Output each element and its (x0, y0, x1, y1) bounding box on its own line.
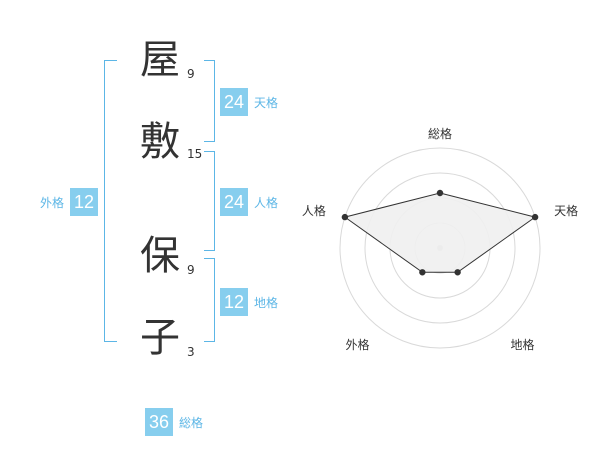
name-char-2: 敷 (140, 119, 180, 165)
tenkaku-bracket (204, 60, 215, 142)
name-char-3: 保 (140, 233, 180, 279)
radar-point-5 (341, 213, 349, 221)
gaikaku-badge: 外格 12 (40, 188, 99, 216)
gaikaku-bracket (104, 60, 117, 342)
radar-point-3 (454, 269, 461, 276)
radar-axis-label-5: 人格 (302, 203, 326, 218)
jinkaku-label: 人格 (254, 195, 279, 210)
radar-point-2 (531, 213, 539, 221)
stroke-count-2: 15 (187, 147, 203, 161)
chikaku-badge: 12 地格 (220, 288, 278, 316)
chikaku-bracket (204, 258, 215, 342)
gaikaku-label: 外格 (40, 195, 65, 210)
chikaku-label: 地格 (254, 295, 279, 310)
soukaku-value: 36 (145, 408, 174, 436)
soukaku-badge: 36 総格 (145, 408, 203, 436)
stroke-count-1: 9 (187, 67, 195, 81)
radar-ring-4 (339, 147, 541, 349)
radar-point-4 (419, 269, 426, 276)
radar-polygon (343, 192, 537, 273)
jinkaku-badge: 24 人格 (220, 188, 278, 216)
name-char-1: 屋 (140, 37, 180, 83)
tenkaku-label: 天格 (254, 95, 279, 110)
jinkaku-bracket (204, 151, 215, 251)
radar-point-1 (436, 189, 444, 197)
stroke-count-3: 9 (187, 263, 195, 277)
radar-axis-label-4: 外格 (345, 337, 369, 352)
chikaku-value: 12 (220, 288, 249, 316)
gaikaku-value: 12 (70, 188, 99, 216)
tenkaku-badge: 24 天格 (220, 88, 278, 116)
soukaku-label: 総格 (179, 415, 204, 430)
radar-axis-label-3: 地格 (511, 337, 535, 352)
tenkaku-value: 24 (220, 88, 249, 116)
radar-axis-label-1: 総格 (428, 126, 452, 141)
name-char-4: 子 (140, 315, 180, 361)
radar-axis-label-2: 天格 (554, 203, 578, 218)
jinkaku-value: 24 (220, 188, 249, 216)
stroke-count-4: 3 (187, 345, 195, 359)
radar-ring-3 (364, 172, 516, 324)
